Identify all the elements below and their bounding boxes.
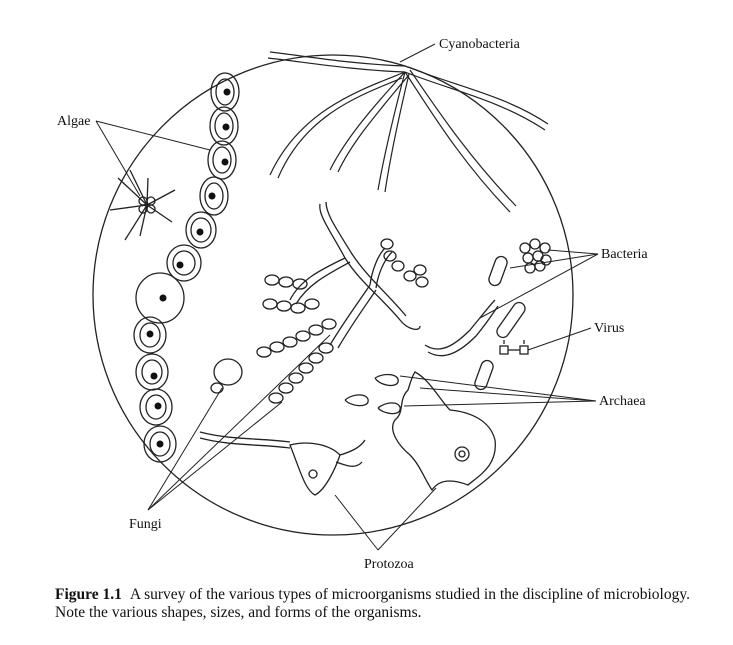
bacteria-cells (424, 238, 552, 391)
label-archaea: Archaea (599, 394, 646, 409)
caption-text: A survey of the various types of microor… (55, 586, 690, 621)
fungi-spores (210, 238, 429, 404)
virus-particle (499, 340, 529, 355)
label-fungi: Fungi (129, 517, 162, 532)
cyanobacteria-filaments (267, 51, 549, 213)
algae-chain (133, 72, 240, 463)
archaea-cells (344, 373, 401, 415)
label-algae: Algae (57, 114, 90, 129)
microorganism-diagram: Cyanobacteria Algae Bacteria Virus Archa… (57, 37, 648, 572)
label-virus: Virus (594, 321, 624, 336)
star-alga (109, 169, 176, 241)
fungi-hypha (289, 201, 421, 349)
figure-number: Figure 1.1 (55, 586, 122, 603)
amoeba (392, 371, 496, 492)
label-bacteria: Bacteria (601, 247, 648, 262)
field-of-view-circle (92, 54, 574, 536)
label-protozoa: Protozoa (364, 557, 415, 572)
flagellate-protozoan (199, 431, 366, 496)
label-cyanobacteria: Cyanobacteria (439, 37, 521, 52)
leader-lines (95, 43, 599, 551)
